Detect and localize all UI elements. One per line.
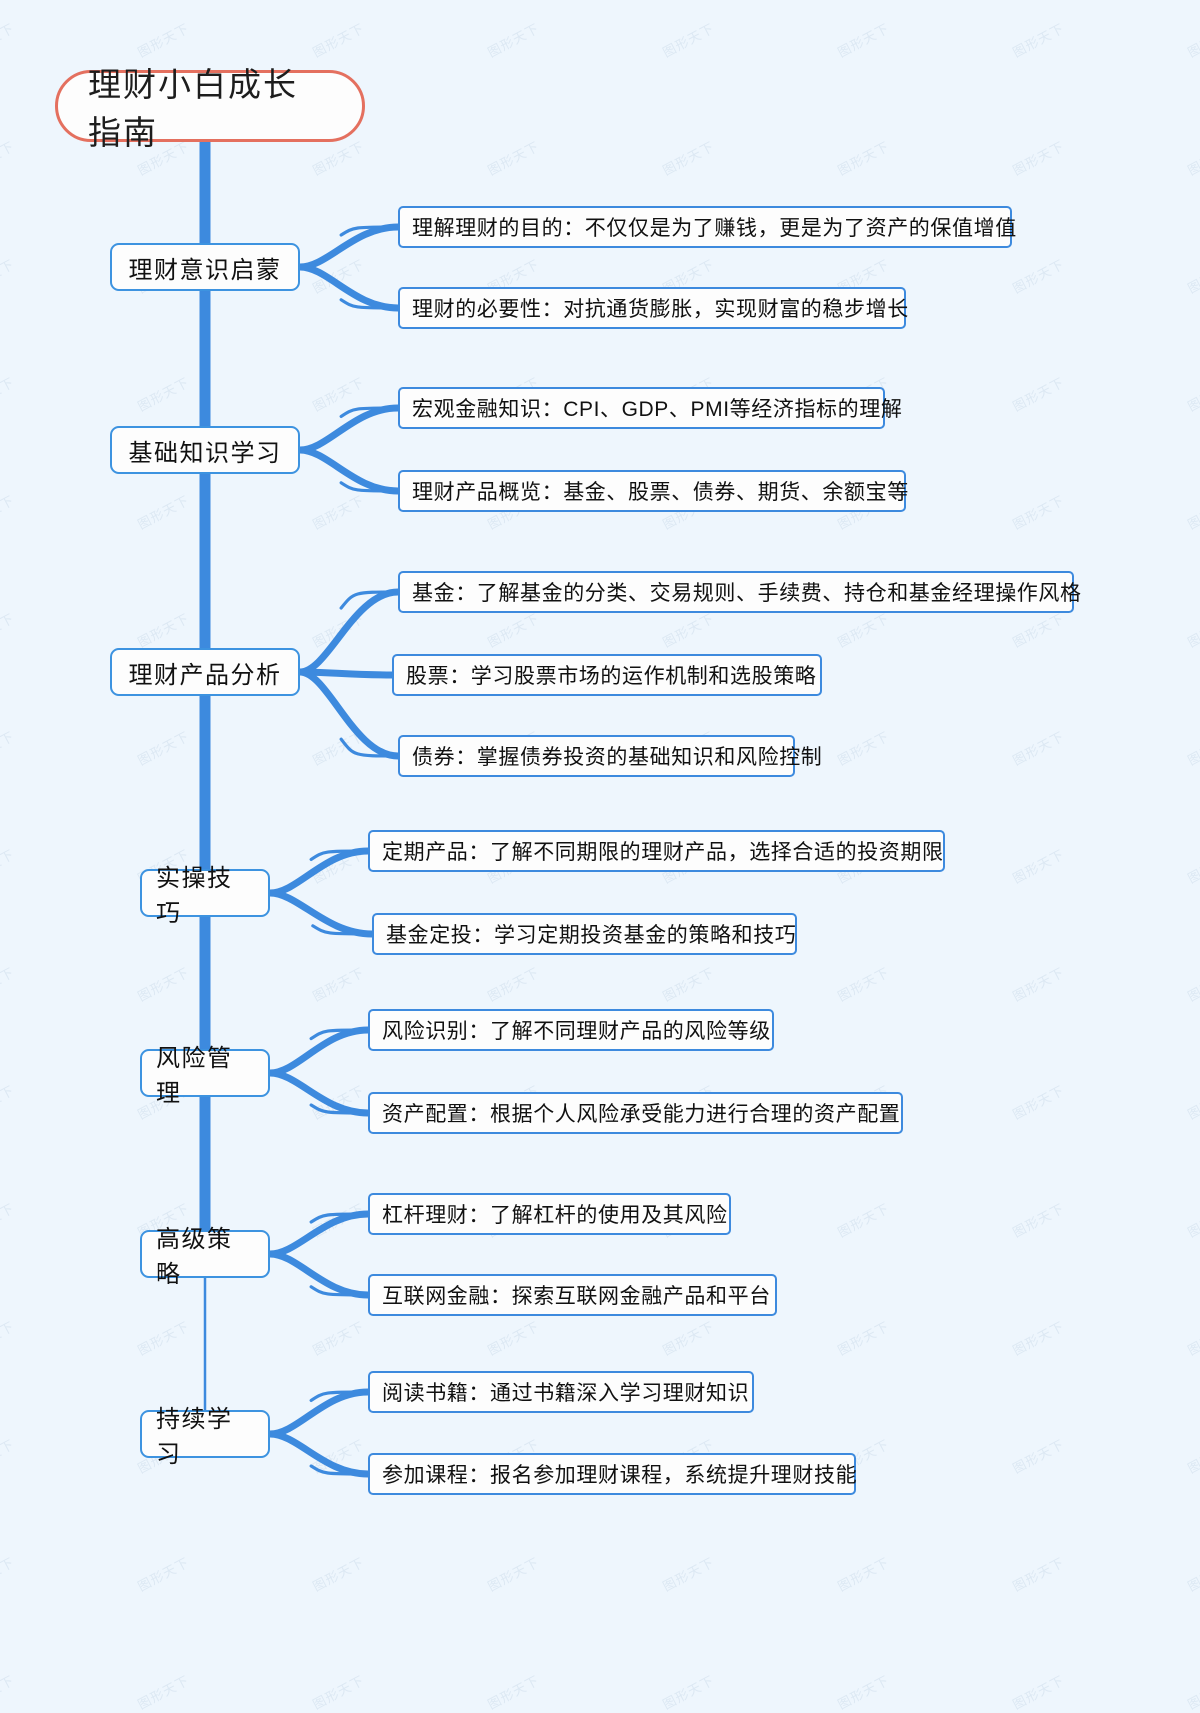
leaf-node-5-1[interactable]: 风险识别：了解不同理财产品的风险等级: [368, 1009, 774, 1051]
leaf-node-5-1-label: 风险识别：了解不同理财产品的风险等级: [382, 1020, 771, 1043]
branch-node-6-label: 高级策略: [156, 1226, 233, 1288]
leaf-node-2-1[interactable]: 宏观金融知识：CPI、GDP、PMI等经济指标的理解: [398, 387, 902, 429]
leaf-node-6-1-label: 杠杆理财：了解杠杆的使用及其风险: [382, 1204, 728, 1227]
leaf-node-5-2[interactable]: 资产配置：根据个人风险承受能力进行合理的资产配置: [368, 1092, 903, 1134]
leaf-node-3-3[interactable]: 债券：掌握债券投资的基础知识和风险控制: [398, 735, 822, 777]
leaf-node-3-1-label: 基金：了解基金的分类、交易规则、手续费、持仓和基金经理操作风格: [412, 582, 1082, 605]
leaf-node-2-2[interactable]: 理财产品概览：基金、股票、债券、期货、余额宝等: [398, 470, 909, 512]
watermark-text: 图形天下: [660, 1673, 718, 1713]
branch-node-1-label: 理财意识启蒙: [128, 256, 282, 284]
leaf-node-3-1[interactable]: 基金：了解基金的分类、交易规则、手续费、持仓和基金经理操作风格: [398, 571, 1081, 613]
leaf-node-7-1-label: 阅读书籍：通过书籍深入学习理财知识: [382, 1382, 750, 1405]
branch-node-1[interactable]: 理财意识启蒙: [110, 243, 300, 291]
branch-node-4-label: 实操技巧: [156, 865, 233, 927]
mindmap-root-node[interactable]: 理财小白成长指南: [55, 66, 365, 151]
branch-node-5-label: 风险管理: [156, 1045, 233, 1107]
branch-node-4[interactable]: 实操技巧: [140, 865, 270, 927]
watermark-text: 图形天下: [1185, 1673, 1200, 1713]
branch-node-7[interactable]: 持续学习: [140, 1406, 270, 1468]
leaf-node-6-2[interactable]: 互联网金融：探索互联网金融产品和平台: [368, 1274, 777, 1316]
leaf-node-3-2[interactable]: 股票：学习股票市场的运作机制和选股策略: [392, 654, 822, 696]
leaf-node-6-1[interactable]: 杠杆理财：了解杠杆的使用及其风险: [368, 1193, 731, 1235]
watermark-text: 图形天下: [135, 1673, 193, 1713]
branch-node-3-label: 理财产品分析: [128, 661, 282, 689]
leaf-node-3-3-label: 债券：掌握债券投资的基础知识和风险控制: [412, 746, 823, 769]
leaf-node-1-2-label: 理财的必要性：对抗通货膨胀，实现财富的稳步增长: [412, 298, 909, 321]
watermark-text: 图形天下: [835, 1673, 893, 1713]
branch-node-6[interactable]: 高级策略: [140, 1226, 270, 1288]
leaf-node-4-2[interactable]: 基金定投：学习定期投资基金的策略和技巧: [372, 913, 797, 955]
leaf-node-4-1-label: 定期产品：了解不同期限的理财产品，选择合适的投资期限: [382, 841, 944, 864]
branch-node-5[interactable]: 风险管理: [140, 1045, 270, 1107]
branch-node-2[interactable]: 基础知识学习: [110, 426, 300, 474]
mindmap-canvas: 理财小白成长指南理财意识启蒙 理解理财的目的：不仅仅是为了赚钱，更是为了资产的保值…: [55, 66, 1081, 1495]
leaf-node-4-1[interactable]: 定期产品：了解不同期限的理财产品，选择合适的投资期限: [368, 830, 945, 872]
leaf-node-2-2-label: 理财产品概览：基金、股票、债券、期货、余额宝等: [412, 481, 909, 504]
leaf-node-4-2-label: 基金定投：学习定期投资基金的策略和技巧: [386, 924, 797, 947]
leaf-node-1-2[interactable]: 理财的必要性：对抗通货膨胀，实现财富的稳步增长: [398, 287, 909, 329]
watermark-text: 图形天下: [1010, 1673, 1068, 1713]
leaf-node-1-1-label: 理解理财的目的：不仅仅是为了赚钱，更是为了资产的保值增值: [412, 217, 1017, 240]
branch-node-7-label: 持续学习: [156, 1406, 233, 1468]
leaf-node-7-2-label: 参加课程：报名参加理财课程，系统提升理财技能: [382, 1464, 858, 1487]
watermark-text: 图形天下: [485, 1673, 543, 1713]
leaf-node-2-1-label: 宏观金融知识：CPI、GDP、PMI等经济指标的理解: [412, 398, 903, 421]
watermark-text: 图形天下: [0, 1673, 18, 1713]
branch-node-2-label: 基础知识学习: [128, 439, 282, 467]
leaf-node-7-1[interactable]: 阅读书籍：通过书籍深入学习理财知识: [368, 1371, 754, 1413]
leaf-node-7-2[interactable]: 参加课程：报名参加理财课程，系统提升理财技能: [368, 1453, 858, 1495]
branch-node-3[interactable]: 理财产品分析: [110, 648, 300, 696]
watermark-text: 图形天下: [310, 1673, 368, 1713]
leaf-node-5-2-label: 资产配置：根据个人风险承受能力进行合理的资产配置: [382, 1103, 901, 1126]
leaf-node-3-2-label: 股票：学习股票市场的运作机制和选股策略: [406, 665, 817, 688]
leaf-node-6-2-label: 互联网金融：探索互联网金融产品和平台: [382, 1285, 771, 1308]
mindmap-root-node-label: 理财小白成长指南: [88, 66, 298, 151]
leaf-node-1-1[interactable]: 理解理财的目的：不仅仅是为了赚钱，更是为了资产的保值增值: [398, 206, 1016, 248]
